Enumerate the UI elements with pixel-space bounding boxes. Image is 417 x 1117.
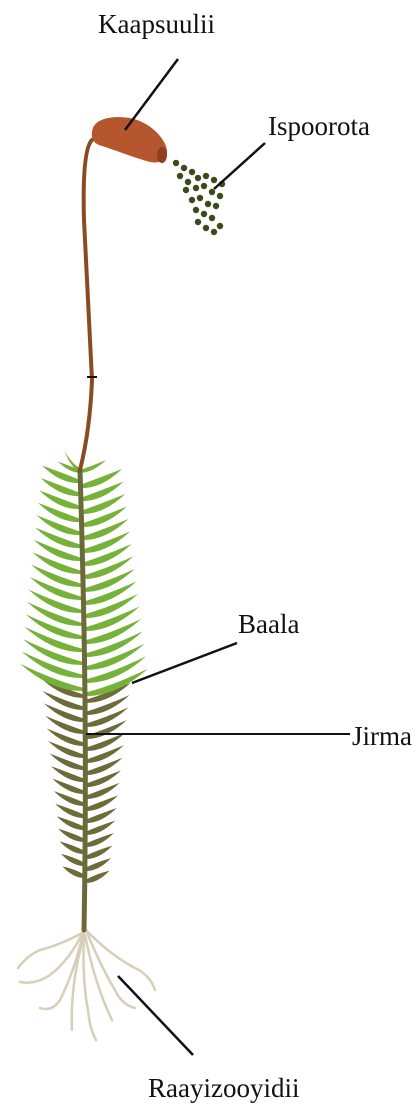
spore — [193, 207, 199, 213]
leader-line-spores — [214, 143, 265, 189]
label-stem: Jirma — [352, 723, 412, 750]
spore — [189, 197, 195, 203]
leaf — [85, 833, 114, 847]
leaf — [60, 841, 85, 854]
leaf — [85, 871, 110, 883]
spore — [211, 177, 217, 183]
label-capsule: Kaapsuulii — [98, 11, 215, 38]
spore — [217, 193, 223, 199]
spore — [201, 183, 207, 189]
spore — [173, 160, 179, 166]
spore — [193, 185, 199, 191]
spore — [195, 219, 201, 225]
leaf — [62, 866, 85, 878]
leader-line-capsule — [125, 59, 178, 130]
spore — [181, 165, 187, 171]
label-spores: Ispoorota — [268, 113, 370, 140]
spore — [203, 225, 209, 231]
spore — [209, 215, 215, 221]
label-leaf: Baala — [238, 611, 299, 638]
leaf — [85, 846, 112, 859]
capsule-mouth — [157, 147, 167, 163]
label-rhizoids: Raayizooyidii — [148, 1075, 299, 1102]
spore — [197, 195, 203, 201]
spore — [195, 175, 201, 181]
spore — [203, 173, 209, 179]
spore — [201, 211, 207, 217]
spore — [205, 201, 211, 207]
leaf — [61, 854, 85, 866]
leaf — [85, 858, 111, 871]
leaf — [57, 816, 85, 830]
spore — [217, 223, 223, 229]
spore — [183, 187, 189, 193]
leader-line-leaf — [132, 643, 237, 683]
spore — [189, 169, 195, 175]
spore — [209, 189, 215, 195]
spore — [177, 173, 183, 179]
seta — [80, 140, 92, 470]
leaf — [55, 804, 85, 818]
spores — [173, 160, 225, 235]
spore — [213, 203, 219, 209]
spore — [185, 179, 191, 185]
spore — [211, 229, 217, 235]
rhizoids — [18, 930, 155, 1040]
leaf — [58, 829, 85, 842]
